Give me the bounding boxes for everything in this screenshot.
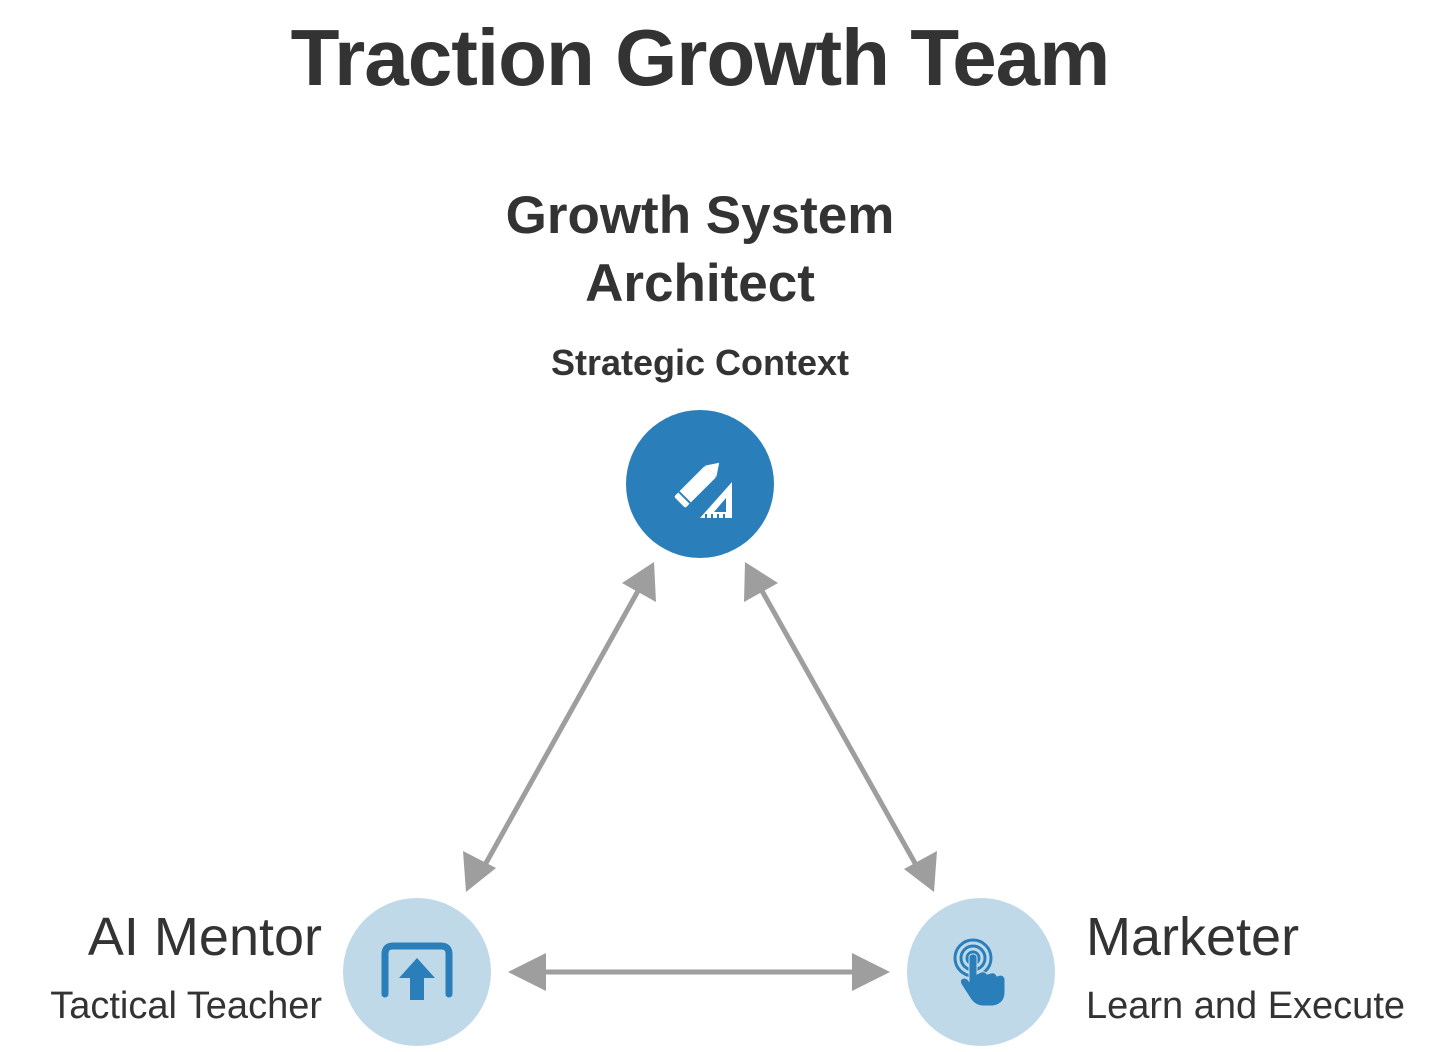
architect-label: Growth System Architect Strategic Contex…	[440, 182, 960, 384]
marketer-label: Marketer Learn and Execute	[1086, 902, 1405, 1030]
pencil-ruler-icon	[674, 462, 732, 518]
architect-name-line1: Growth System	[505, 186, 895, 245]
marketer-name: Marketer	[1086, 907, 1300, 967]
architect-name-line2: Architect	[585, 254, 815, 313]
arrow-architect-mentor	[463, 562, 656, 892]
arrow-architect-marketer	[744, 562, 937, 892]
architect-subtitle: Strategic Context	[550, 342, 850, 383]
mentor-label: AI Mentor Tactical Teacher	[50, 902, 322, 1030]
mentor-name: AI Mentor	[87, 907, 322, 967]
architect-name: Growth System Architect	[440, 182, 960, 318]
mentor-node	[343, 898, 491, 1046]
marketer-subtitle: Learn and Execute	[1086, 985, 1406, 1027]
diagram-title: Traction Growth Team	[290, 13, 1111, 102]
architect-node	[626, 410, 774, 558]
arrow-mentor-marketer	[508, 953, 890, 991]
upload-frame-icon	[381, 942, 453, 1000]
mentor-subtitle: Tactical Teacher	[50, 985, 322, 1027]
marketer-node	[907, 898, 1055, 1046]
touch-hand-icon	[953, 938, 1006, 1007]
